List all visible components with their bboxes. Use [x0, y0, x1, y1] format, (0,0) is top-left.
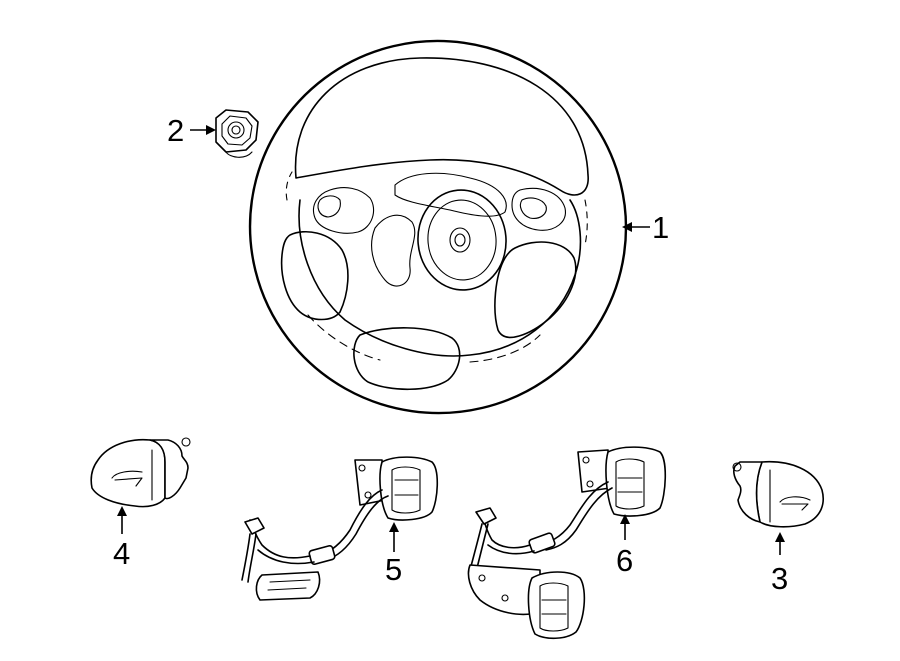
switch-assembly-dual-with-harness — [467, 446, 667, 640]
callout-5: 5 — [385, 552, 402, 587]
switch-assembly-with-harness — [241, 456, 439, 601]
callout-6: 6 — [616, 543, 633, 578]
callout-1: 1 — [652, 210, 669, 245]
switch-cover-right — [732, 460, 824, 528]
callout-4: 4 — [113, 536, 130, 571]
callout-3: 3 — [771, 561, 788, 596]
hex-nut — [215, 109, 259, 158]
callout-2: 2 — [167, 113, 184, 148]
switch-cover-left — [90, 437, 191, 508]
steering-wheel — [248, 39, 628, 415]
callout-arrows — [117, 125, 785, 555]
